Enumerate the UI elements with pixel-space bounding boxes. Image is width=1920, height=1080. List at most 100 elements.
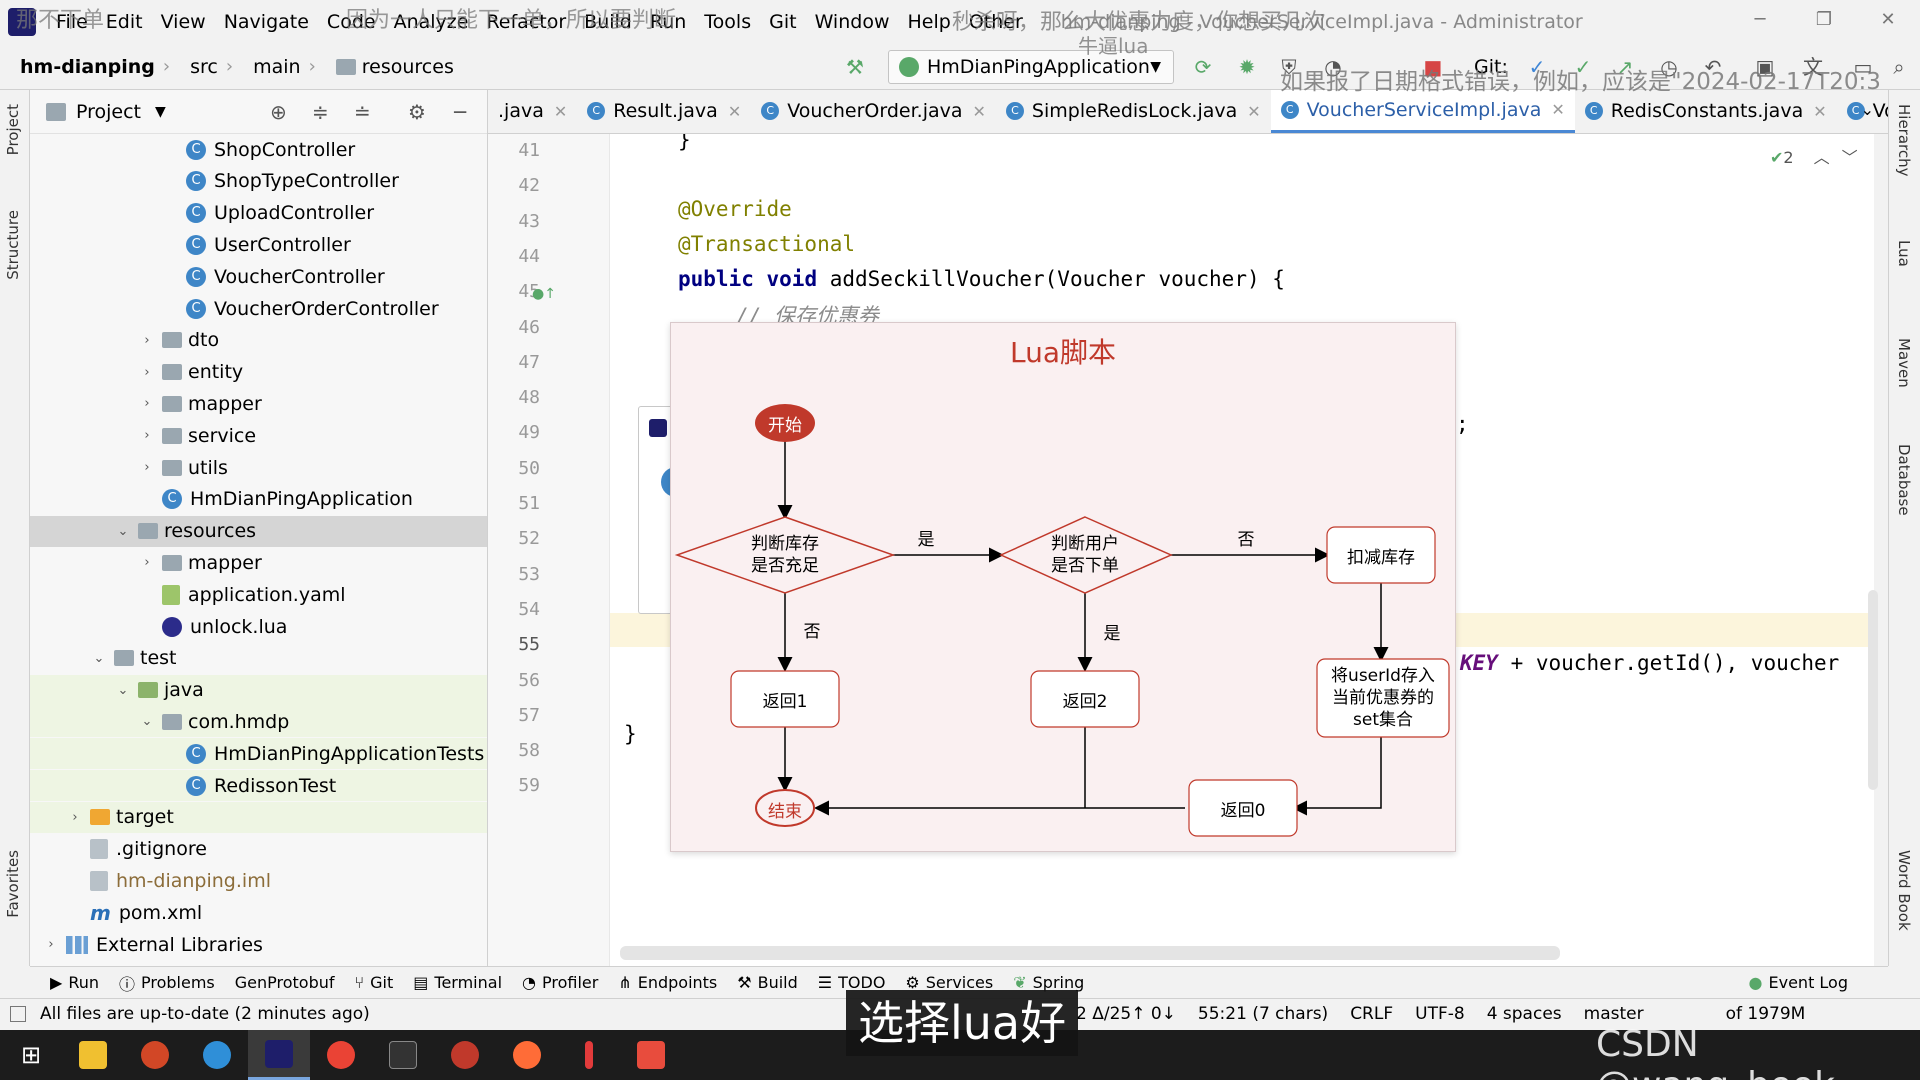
start-button[interactable]: ⊞ [0,1030,62,1080]
taskbar-edge[interactable] [186,1030,248,1080]
cursor-position[interactable]: 55:21 (7 chars) [1197,1004,1329,1024]
close-tab-icon[interactable]: ✕ [553,101,568,121]
menu-edit[interactable]: Edit [105,11,143,33]
breadcrumb-project[interactable]: hm-dianping [20,55,155,78]
override-marker-icon[interactable]: ●↑ [532,286,556,302]
chevron-down-icon[interactable]: ⌄ [93,650,105,666]
tree-item[interactable]: ⌄test [30,643,487,674]
chevron-right-icon[interactable]: › [144,396,150,412]
taskbar-redis[interactable] [434,1030,496,1080]
breadcrumb-src[interactable]: src [190,55,218,78]
chevron-right-icon[interactable]: › [144,555,150,571]
tree-item[interactable]: ›mapper [30,547,487,578]
taskbar-explorer[interactable] [62,1030,124,1080]
taskbar-intellij[interactable] [248,1030,310,1080]
git-commit-icon[interactable]: ✓ [1574,55,1592,79]
locate-file-icon[interactable]: ⊕ [270,100,287,124]
close-tab-icon[interactable]: ✕ [1551,100,1565,119]
services-tool-button[interactable]: ⚙Services [905,973,993,992]
project-structure-icon[interactable]: ▣ [1755,55,1775,79]
stop-icon[interactable]: ■ [1423,55,1443,79]
chevron-right-icon[interactable]: › [72,809,78,825]
history-icon[interactable]: ◷ [1660,55,1678,79]
menu-tools[interactable]: Tools [704,11,752,33]
taskbar-app[interactable] [620,1030,682,1080]
profiler-tool-button[interactable]: ◔Profiler [522,973,598,992]
hierarchy-tool-tab[interactable]: Hierarchy [1895,104,1913,177]
git-branch[interactable]: master [1583,1004,1644,1024]
tree-item[interactable]: ⌄java [30,674,487,706]
taskbar-chrome[interactable] [310,1030,372,1080]
collapse-all-icon[interactable]: ≐ [354,100,371,124]
tree-item[interactable]: ›External Libraries [30,929,487,960]
file-encoding[interactable]: UTF-8 [1415,1004,1465,1024]
menu-navigate[interactable]: Navigate [223,11,309,33]
taskbar-powerpoint[interactable] [124,1030,186,1080]
menu-help[interactable]: Help [907,11,951,33]
git-changes-widget[interactable]: 2 Δ/25↑ 0↓ [1076,1004,1176,1024]
tab-java[interactable]: .java✕ [488,90,577,133]
todo-tool-button[interactable]: ☰TODO [818,973,886,992]
run-configuration-select[interactable]: HmDianPingApplication ▼ [888,50,1174,84]
terminal-tool-button[interactable]: ▤Terminal [413,973,502,992]
tree-item[interactable]: ›service [30,420,487,451]
endpoints-tool-button[interactable]: ⋔Endpoints [618,973,717,992]
menu-code[interactable]: Code [326,11,376,33]
line-separator[interactable]: CRLF [1350,1004,1394,1024]
menu-refactor[interactable]: Refactor [486,11,567,33]
favorites-tool-tab[interactable]: Favorites [4,850,22,918]
taskbar-pen[interactable] [558,1030,620,1080]
menu-run[interactable]: Run [649,11,687,33]
status-toggle-icon[interactable] [10,1006,26,1022]
maven-tool-tab[interactable]: Maven [1895,338,1913,388]
horizontal-scrollbar[interactable] [620,946,1560,960]
chevron-down-icon[interactable]: ⌄ [117,682,129,698]
memory-indicator[interactable]: of 1979M [1725,1004,1806,1024]
indent-setting[interactable]: 4 spaces [1486,1004,1562,1024]
tree-item[interactable]: ›utils [30,452,487,483]
profiler-icon[interactable]: ◔ [1324,55,1342,79]
menu-view[interactable]: View [160,11,206,33]
taskbar-terminal[interactable] [372,1030,434,1080]
chevron-down-icon[interactable]: ⌄ [117,523,129,539]
build-hammer-icon[interactable]: ⚒ [846,55,864,79]
chevron-right-icon[interactable]: › [48,937,54,952]
chevron-right-icon[interactable]: › [144,332,150,348]
chevron-up-icon[interactable]: ︿ [1813,148,1830,167]
tree-item[interactable]: .gitignore [30,834,487,865]
chevron-right-icon[interactable]: › [144,428,150,444]
close-icon[interactable]: ✕ [1880,9,1896,30]
build-tool-button[interactable]: ⚒Build [737,973,798,992]
close-tab-icon[interactable]: ✕ [972,101,986,121]
search-icon[interactable]: ⌕ [1893,55,1905,79]
database-tool-tab[interactable]: Database [1895,444,1913,516]
genprotobuf-tool-button[interactable]: GenProtobuf [235,973,335,992]
menu-file[interactable]: File [56,11,88,33]
close-tab-icon[interactable]: ✕ [1813,101,1827,121]
git-push-icon[interactable]: ↗ [1616,55,1634,79]
breadcrumb-main[interactable]: main [253,55,301,78]
spring-tool-button[interactable]: ❦Spring [1013,973,1084,992]
vertical-scrollbar[interactable] [1868,590,1878,790]
menu-other[interactable]: Other [968,11,1023,33]
coverage-icon[interactable]: ⛨ [1281,55,1297,79]
translate-icon[interactable]: 文 [1803,55,1823,79]
rollback-icon[interactable]: ↶ [1704,55,1722,79]
chevron-right-icon[interactable]: › [144,460,150,475]
layout-icon[interactable]: ▭ [1853,55,1873,79]
